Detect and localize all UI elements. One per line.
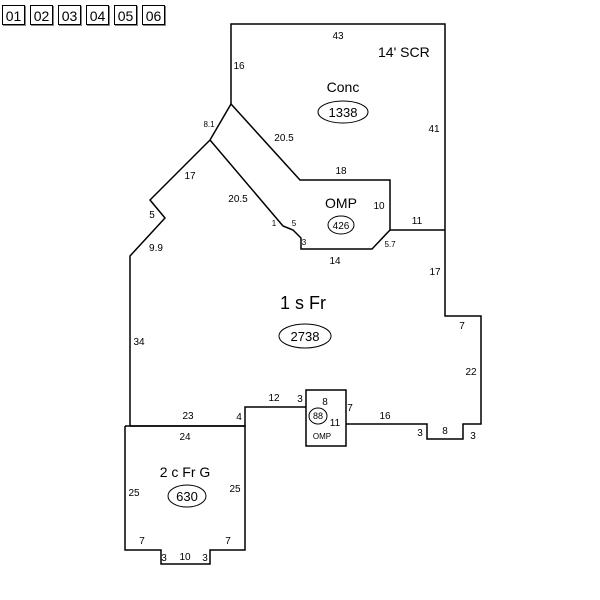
garage-label: 2 c Fr G — [160, 464, 211, 480]
scr-label: 14' SCR — [378, 44, 430, 60]
dim-omp-top: 18 — [335, 166, 347, 177]
garage-sqft: 630 — [176, 489, 198, 504]
tab-02[interactable]: 02 — [30, 5, 53, 25]
omp-upper-sqft-ellipse — [327, 215, 355, 235]
scr-outline — [230, 23, 446, 230]
omp-upper-sqft: 426 — [333, 221, 350, 232]
conc-sqft-ellipse — [317, 100, 369, 124]
garage-outline — [124, 425, 246, 565]
omp-upper-label: OMP — [325, 195, 357, 211]
dim-top: 43 — [332, 31, 344, 42]
omp-lower-label: OMP — [313, 432, 331, 441]
dim-right-lower: 22 — [465, 367, 477, 378]
main-right-outline — [346, 230, 482, 440]
dim-omp-ledge: 11 — [412, 216, 423, 227]
conc-sqft: 1338 — [329, 105, 358, 120]
dim-left-upper: 16 — [233, 61, 245, 72]
tab-01[interactable]: 01 — [2, 5, 25, 25]
page-tabs: 01 02 03 04 05 06 — [2, 5, 165, 25]
dim-garage-10: 10 — [179, 552, 191, 563]
main-sqft-ellipse — [278, 323, 332, 349]
main-label: 1 s Fr — [280, 293, 326, 313]
dim-garage-left: 25 — [128, 488, 140, 499]
dim-garage-7a: 7 — [139, 536, 145, 547]
conc-omp-boundary — [230, 103, 445, 231]
dim-step-7: 7 — [459, 321, 465, 332]
dim-diag-lower: 9.9 — [149, 243, 163, 254]
omp-lower-box — [305, 389, 347, 447]
dim-diag-inner: 20.5 — [228, 194, 248, 205]
garage-sqft-ellipse — [167, 484, 207, 508]
dim-omp2-left: 12 — [268, 393, 280, 404]
dim-left-main: 34 — [133, 337, 145, 348]
dim-garage-7b: 7 — [225, 536, 231, 547]
dim-br-3b: 3 — [470, 431, 476, 442]
dim-notch-left: 5 — [149, 210, 155, 221]
dim-bottom-right: 16 — [379, 411, 391, 422]
dim-br-3a: 3 — [417, 428, 423, 439]
tab-06[interactable]: 06 — [142, 5, 165, 25]
omp-lower-sqft-ellipse — [308, 407, 328, 425]
dim-diag-conc: 20.5 — [274, 133, 294, 144]
dim-omp2-8: 8 — [322, 397, 328, 408]
dim-diag-small: 8.1 — [203, 120, 215, 129]
dim-omp2-3: 3 — [297, 394, 303, 405]
omp-lower-sqft: 88 — [313, 411, 323, 421]
main-bottom-outline — [130, 406, 306, 427]
dim-step-4: 4 — [236, 412, 242, 423]
tab-05[interactable]: 05 — [114, 5, 137, 25]
dim-br-8: 8 — [442, 426, 448, 437]
dim-diag-left: 17 — [184, 171, 196, 182]
dim-omp-bottom: 14 — [329, 256, 341, 267]
dim-omp-right: 10 — [373, 201, 385, 212]
dim-omp2-11: 11 — [330, 418, 341, 429]
main-left-outline — [129, 139, 211, 426]
dim-omp2-7: 7 — [347, 403, 353, 414]
dim-garage-top: 24 — [179, 432, 191, 443]
conc-label: Conc — [327, 79, 360, 95]
dim-main-bottom-left: 23 — [182, 411, 194, 422]
omp-upper-outline — [209, 139, 391, 250]
dim-garage-3b: 3 — [202, 553, 208, 564]
dim-omp-diag: 5.7 — [384, 240, 396, 249]
main-sqft: 2738 — [291, 329, 320, 344]
dim-notch-5: 5 — [292, 219, 297, 228]
dim-garage-right: 25 — [229, 484, 241, 495]
dim-notch-3: 3 — [302, 238, 307, 247]
tab-04[interactable]: 04 — [86, 5, 109, 25]
dim-garage-3a: 3 — [161, 553, 167, 564]
dim-right-mid: 17 — [429, 267, 441, 278]
diag-8-1 — [209, 103, 232, 141]
tab-03[interactable]: 03 — [58, 5, 81, 25]
dim-notch-1: 1 — [272, 219, 277, 228]
dim-right-upper: 41 — [428, 124, 440, 135]
